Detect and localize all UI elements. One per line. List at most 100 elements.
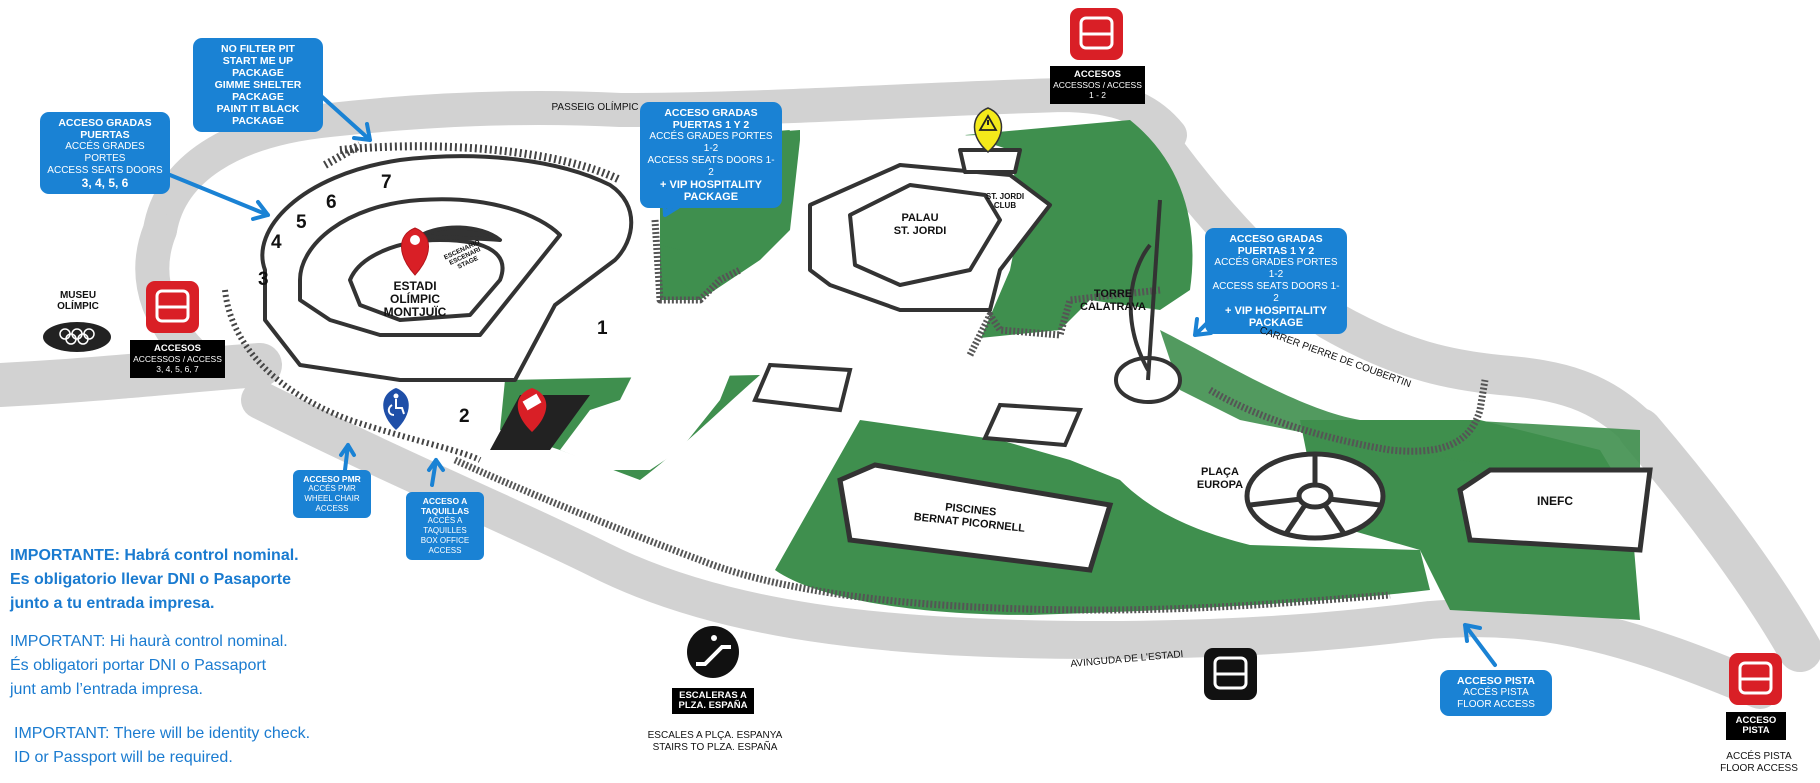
wall-palau-right <box>966 286 1161 357</box>
estadi-line3: MONTJUÏC <box>383 305 447 319</box>
placa-line1: PLAÇA <box>1201 466 1239 478</box>
bus-access-top-line2: ACCESSOS / ACCESS <box>1053 80 1142 90</box>
door-6: 6 <box>326 192 337 213</box>
bus-access-right-title: ACCESO <box>1735 715 1777 726</box>
pmr-title: ACCESO PMR <box>303 474 361 484</box>
wheelchair-icon <box>383 388 409 430</box>
stjordi-club-line2: CLUB <box>993 201 1017 210</box>
bus-access-right-line2: PISTA <box>1742 725 1770 736</box>
museu-line1: MUSEU <box>59 290 97 301</box>
estadi-label: ESTADI OLÍMPIC MONTJUÏC <box>370 280 460 319</box>
seats-12-right-line2: ACCÉS GRADES PORTES 1-2 <box>1214 257 1338 280</box>
bus-icon <box>1070 8 1123 60</box>
seats-3456-line2: ACCÉS GRADES PORTES <box>65 141 145 164</box>
stadium-outer-arc <box>339 142 622 184</box>
taquillas-callout: ACCESO A TAQUILLAS ACCÉS A TAQUILLES BOX… <box>406 492 484 560</box>
door-2: 2 <box>459 406 470 427</box>
placa-label: PLAÇA EUROPA <box>1180 466 1260 492</box>
seats-12-right-line3: ACCESS SEATS DOORS 1-2 <box>1212 281 1340 304</box>
door-4: 4 <box>271 232 282 253</box>
torre-line2: CALATRAVA <box>1080 301 1146 313</box>
notice-en: IMPORTANT: There will be identity check.… <box>14 722 310 770</box>
parking-areas <box>752 362 1083 448</box>
notice-ca: IMPORTANT: Hi haurà control nominal. És … <box>10 630 288 702</box>
escaleras-line2: PLZA. ESPAÑA <box>678 700 748 711</box>
packages-line1: NO FILTER PIT <box>221 43 295 55</box>
door-5: 5 <box>296 212 307 233</box>
seats-3456-title: ACCESO GRADAS PUERTAS <box>58 117 152 141</box>
inefc-graphic <box>1457 467 1653 553</box>
placa-line2: EUROPA <box>1196 479 1244 491</box>
pista-line2: ACCÉS PISTA <box>1463 687 1529 698</box>
notice-es-line1: IMPORTANTE: Habrá control nominal. <box>10 547 299 564</box>
door-7: 7 <box>381 172 392 193</box>
inefc-label: INEFC <box>1520 494 1590 508</box>
torre-line1: TORRE <box>1093 288 1133 300</box>
passeig-label: PASSEIG OLÍMPIC <box>540 102 650 114</box>
bus-access-right-box: ACCESO PISTA <box>1726 712 1786 740</box>
notice-ca-line3: junt amb l’entrada impresa. <box>10 681 203 698</box>
seats-12-right-title: ACCESO GRADAS <box>1229 233 1323 245</box>
seats-12-top-line2: ACCÉS GRADES PORTES 1-2 <box>649 131 773 154</box>
escales-line2: STAIRS TO PLZA. ESPAÑA <box>652 742 778 753</box>
placa-europa-graphic <box>1244 451 1386 541</box>
pista-callout: ACCESO PISTA ACCÉS PISTA FLOOR ACCESS <box>1440 670 1552 716</box>
seats-3456-line3: ACCESS SEATS DOORS <box>47 165 163 176</box>
palau-label: PALAU ST. JORDI <box>880 212 960 238</box>
bus-access-top-line3: 1 - 2 <box>1088 90 1106 100</box>
palau-line2: ST. JORDI <box>893 225 947 237</box>
acces-pista-label: ACCÉS PISTA FLOOR ACCESS <box>1716 751 1802 775</box>
notice-es-line3: junto a tu entrada impresa. <box>10 595 215 612</box>
wall-carrer <box>1208 379 1489 455</box>
notice-ca-line1: IMPORTANT: Hi haurà control nominal. <box>10 633 288 650</box>
location-pin-icon <box>401 227 429 276</box>
torre-label: TORRE CALATRAVA <box>1068 288 1158 314</box>
ticket-icon <box>517 388 547 432</box>
bus-access-left-line2: ACCESSOS / ACCESS <box>133 354 222 364</box>
avinguda-road <box>241 381 1779 709</box>
notice-en-line2: ID or Passport will be required. <box>14 749 233 766</box>
taquillas-line2: ACCÉS A TAQUILLES <box>423 516 467 535</box>
acces-pista-line2: FLOOR ACCESS <box>1720 763 1798 774</box>
seats-3456-callout: ACCESO GRADAS PUERTAS ACCÉS GRADES PORTE… <box>40 112 170 194</box>
stjordi-club-label: ST. JORDI CLUB <box>980 192 1030 210</box>
museu-label: MUSEU OLÍMPIC <box>46 290 110 312</box>
walls <box>453 219 1489 614</box>
door-3: 3 <box>258 269 269 290</box>
bus-icon <box>1204 648 1257 700</box>
inefc-text: INEFC <box>1537 494 1573 508</box>
bus-access-top-title: ACCESOS <box>1074 69 1121 80</box>
bus-access-left-line3: 3, 4, 5, 6, 7 <box>156 364 199 374</box>
escales-line1: ESCALES A PLÇA. ESPANYA <box>647 730 783 741</box>
warning-icon <box>973 107 1003 153</box>
bus-icon <box>1729 653 1782 705</box>
green-right <box>1160 330 1640 500</box>
stadium-graphic <box>222 141 634 463</box>
escaleras-line1: ESCALERAS A <box>679 690 747 701</box>
seats-12-top-title: ACCESO GRADAS <box>664 107 758 119</box>
piscines-graphic <box>837 462 1114 573</box>
packages-line3: GIMME SHELTER PACKAGE <box>214 79 302 103</box>
bus-icon <box>146 281 199 333</box>
seats-12-right-callout: ACCESO GRADAS PUERTAS 1 Y 2 ACCÉS GRADES… <box>1205 228 1347 334</box>
seats-12-top-line3: ACCESS SEATS DOORS 1-2 <box>647 155 775 178</box>
passeig-text: PASSEIG OLÍMPIC <box>551 102 639 113</box>
estadi-line2: OLÍMPIC <box>390 292 440 306</box>
seats-12-top-callout: ACCESO GRADAS PUERTAS 1 Y 2 ACCÉS GRADES… <box>640 102 782 208</box>
pmr-callout: ACCESO PMR ACCÉS PMR WHEEL CHAIR ACCESS <box>293 470 371 518</box>
wall-bottom <box>453 456 1391 614</box>
right-edge-road <box>1618 408 1820 672</box>
pmr-line3: WHEEL CHAIR ACCESS <box>304 494 360 513</box>
escalator-icon <box>687 626 739 678</box>
museu-line2: OLÍMPIC <box>57 301 99 312</box>
palau-st-jordi-graphic <box>808 148 1052 312</box>
notice-en-line1: IMPORTANT: There will be identity check. <box>14 725 311 742</box>
bus-access-left-box: ACCESOS ACCESSOS / ACCESS 3, 4, 5, 6, 7 <box>130 340 225 378</box>
packages-line2: START ME UP PACKAGE <box>222 55 294 79</box>
pista-title: ACCESO PISTA <box>1457 675 1535 687</box>
torre-calatrava-graphic <box>1114 199 1182 404</box>
pmr-line2: ACCÉS PMR <box>308 484 356 493</box>
notice-es: IMPORTANTE: Habrá control nominal. Es ob… <box>10 544 299 616</box>
notice-ca-line2: És obligatori portar DNI o Passaport <box>10 657 267 674</box>
carrer-road <box>1130 110 1660 450</box>
